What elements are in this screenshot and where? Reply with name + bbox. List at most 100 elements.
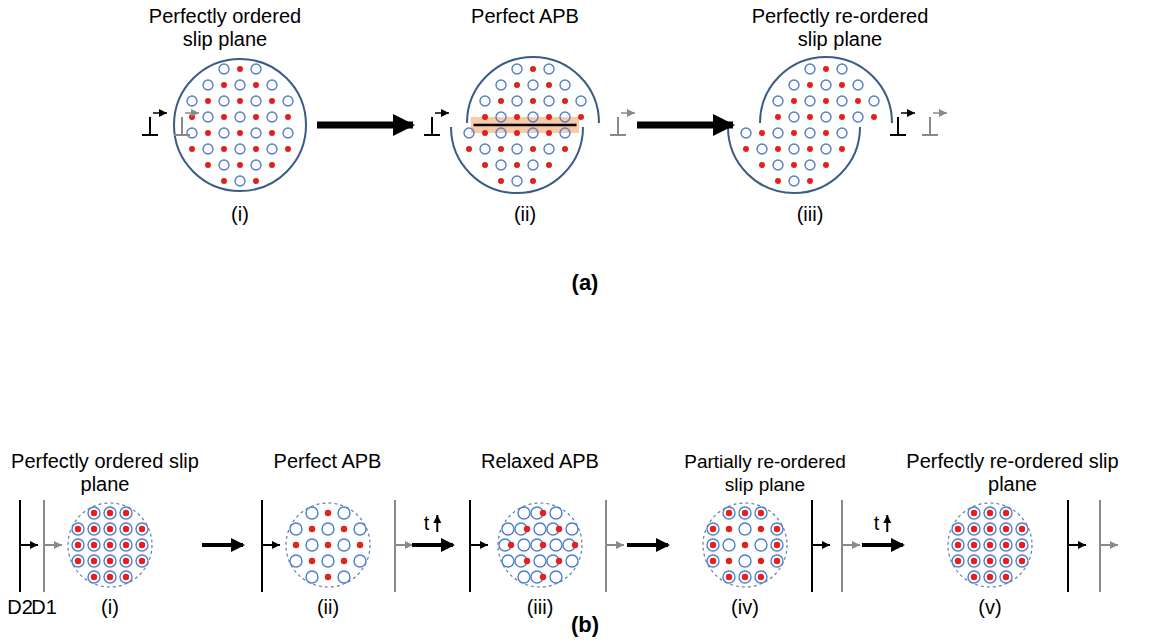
atom-b (496, 160, 506, 170)
atom-b (968, 555, 980, 567)
atom-b (120, 571, 132, 583)
atom-a (341, 558, 347, 564)
dislocation-direction (842, 544, 860, 546)
atom-a (742, 510, 748, 516)
atom-a (123, 558, 129, 564)
atom-a (710, 542, 716, 548)
dislocation-stem (431, 117, 433, 135)
dislocation-direction (606, 544, 624, 546)
atom-a (823, 130, 829, 136)
slip-plane-panel: Perfectly re-ordered slip plane (735, 5, 945, 191)
atom-b (496, 112, 506, 122)
atom-b (984, 507, 996, 519)
atom-b (1000, 539, 1012, 551)
atom-a (75, 542, 81, 548)
atom-a (546, 162, 552, 168)
dislocation-stem (897, 117, 899, 135)
atom-b (739, 507, 751, 519)
atom-a (556, 558, 562, 564)
dislocation-direction (395, 544, 413, 546)
atom-b (771, 539, 783, 551)
atom-a (107, 574, 113, 580)
atom-a (855, 98, 861, 104)
atom-a (758, 510, 764, 516)
atom-b (1000, 555, 1012, 567)
atom-a (341, 526, 347, 532)
dislocation-direction (1068, 544, 1086, 546)
atom-b (502, 523, 514, 535)
panel-heading: Perfectly re-ordered slip plane (905, 450, 1120, 496)
atom-a (237, 98, 243, 104)
plane-outline (948, 503, 1032, 587)
atom-a (807, 146, 813, 152)
plane-outline (286, 503, 370, 587)
atom-b (566, 523, 578, 535)
disc-outline-lower (451, 127, 583, 193)
atom-a (107, 558, 113, 564)
callout-label: D1 (31, 596, 57, 618)
atom-a (1003, 510, 1009, 516)
atom-b (251, 96, 261, 106)
atom-a (774, 542, 780, 548)
dislocation-stem (149, 117, 151, 135)
atom-b (789, 80, 799, 90)
atom-b (853, 112, 863, 122)
edge-label: t (873, 513, 881, 533)
atom-a (91, 510, 97, 516)
atom-b (805, 96, 815, 106)
atom-b (1016, 523, 1028, 535)
atom-a (1003, 526, 1009, 532)
dislocation-symbol (610, 113, 635, 135)
atom-a (823, 98, 829, 104)
atom-a (758, 558, 764, 564)
atom-a (759, 130, 765, 136)
atom-b (136, 555, 148, 567)
atom-a (540, 510, 546, 516)
atom-b (1016, 555, 1028, 567)
panel-letter: (b) (571, 614, 599, 636)
atom-b (251, 160, 261, 170)
atom-b (518, 507, 530, 519)
atom-b (566, 555, 578, 567)
atom-b (88, 555, 100, 567)
atom-b (104, 555, 116, 567)
atom-a (807, 178, 813, 184)
atom-b (480, 144, 490, 154)
atom-a (221, 146, 227, 152)
atom-b (290, 555, 302, 567)
dislocation-line (1068, 500, 1086, 592)
atom-b (707, 555, 719, 567)
atom-a (775, 178, 781, 184)
atom-b (534, 523, 546, 535)
atom-a (237, 162, 243, 168)
atom-b (267, 80, 277, 90)
atom-a (309, 558, 315, 564)
atom-b (853, 80, 863, 90)
panel-heading: Perfectly re-ordered slip plane (735, 5, 945, 51)
slip-plane-disc (451, 57, 599, 193)
atom-b (528, 128, 538, 138)
atom-a (285, 146, 291, 152)
slip-plane-disc (728, 57, 892, 193)
atom-b (88, 523, 100, 535)
atom-b (290, 523, 302, 535)
atom-a (955, 526, 961, 532)
slip-plane-panel: Relaxed APB (455, 450, 625, 587)
atom-a (107, 542, 113, 548)
atom-a (269, 98, 275, 104)
atom-a (498, 146, 504, 152)
atom-b (821, 112, 831, 122)
atom-a (971, 558, 977, 564)
atom-a (1019, 526, 1025, 532)
atom-b (203, 80, 213, 90)
atom-b (306, 539, 318, 551)
atom-b (120, 507, 132, 519)
atom-a (205, 162, 211, 168)
dislocation-direction (1100, 544, 1118, 546)
atom-b (322, 555, 334, 567)
atom-b (805, 128, 815, 138)
apb-band (471, 117, 579, 133)
atom-b (187, 128, 197, 138)
time-arrow (436, 515, 438, 532)
